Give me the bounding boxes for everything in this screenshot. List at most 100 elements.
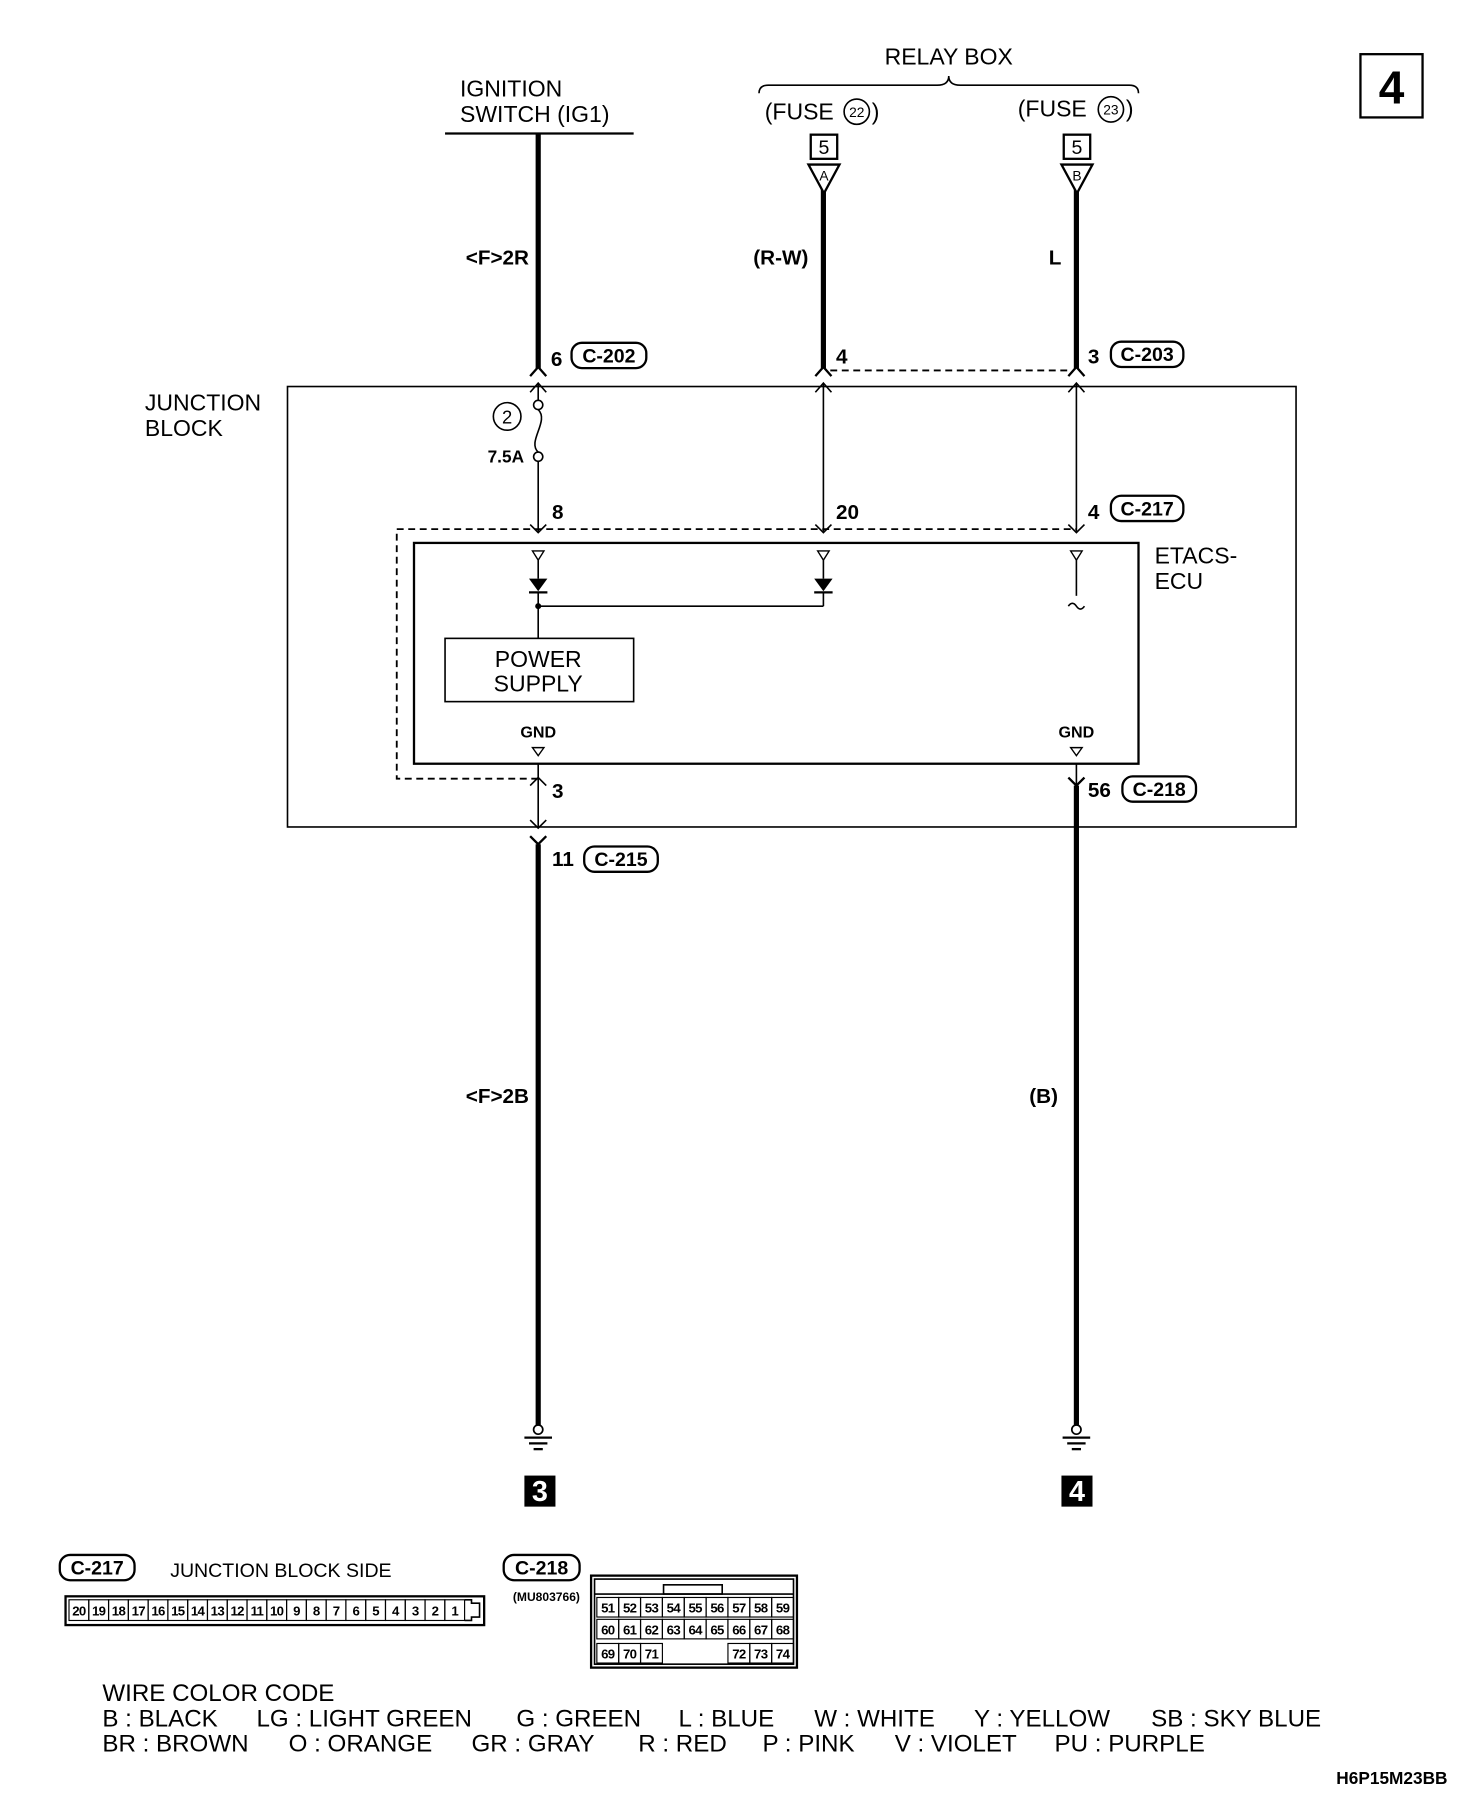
gnd-marker-left <box>531 746 546 757</box>
wire-color-entry: LG : LIGHT GREEN <box>256 1705 472 1732</box>
ground-point-right: 4 <box>1061 1475 1093 1508</box>
c217-view-caption: JUNCTION BLOCK SIDE <box>170 1560 391 1582</box>
terminal-a-letter: A <box>819 169 829 184</box>
c218-pin-number: 54 <box>667 1600 682 1615</box>
etacs-ecu-label-line-1: ETACS- <box>1155 543 1238 569</box>
c218-pin-number: 57 <box>732 1600 746 1615</box>
c202-id-frame <box>570 341 648 370</box>
c217-pin-number: 12 <box>230 1603 244 1618</box>
gnd-label-right: GND <box>1059 723 1095 741</box>
c217-pin-ig1: 8 <box>552 501 564 524</box>
ground-wire-right-color: (B) <box>1029 1085 1058 1108</box>
c217-id: C-217 <box>1121 498 1174 520</box>
relay-box-brace <box>758 75 1140 94</box>
c202-id-badge: C-202 <box>570 341 648 370</box>
fuse-23-number: 23 <box>1103 103 1119 118</box>
c217-pin8-chevron <box>529 523 547 534</box>
c203-pin4-chevron-outer <box>814 365 833 377</box>
terminal-a-triangle <box>806 163 842 196</box>
page-number: 4 <box>1379 62 1405 114</box>
c203-id-badge: C-203 <box>1109 340 1185 369</box>
c215-id-frame <box>583 845 659 873</box>
c218-pin-number: 63 <box>667 1622 681 1637</box>
c215-chevron-outer <box>529 835 548 846</box>
ecu-line-fuse-23-break-icon <box>1067 602 1086 610</box>
c217-pin-number: 15 <box>171 1603 185 1618</box>
c217-pin-number: 19 <box>92 1603 106 1618</box>
wire-color-entry: PU : PURPLE <box>1055 1731 1205 1758</box>
terminal-b-letter: B <box>1072 169 1081 184</box>
power-supply-label-line-1: POWER <box>495 646 582 672</box>
c218-pin-number: 72 <box>732 1646 746 1661</box>
c218-pin: 56 <box>1088 779 1111 802</box>
wire-color-entry: O : ORANGE <box>289 1731 433 1758</box>
c203-pin-fuse-23: 3 <box>1088 346 1100 369</box>
c217-pin-number: 18 <box>112 1603 126 1618</box>
c217-pin-number: 10 <box>270 1603 284 1618</box>
c218-latch-tab <box>662 1584 724 1595</box>
wire-color-entry: R : RED <box>638 1731 727 1758</box>
c217-housing <box>64 1595 486 1627</box>
fuse-22-number: 22 <box>849 105 864 120</box>
etacs-ecu-label-line-2: ECU <box>1155 568 1204 594</box>
ignition-switch-label-line-1: IGNITION <box>460 76 562 102</box>
wire-color-entry: BR : BROWN <box>102 1731 248 1758</box>
c217-pin-number: 13 <box>211 1603 225 1618</box>
c217-latch-tab <box>464 1598 481 1622</box>
c217-pin-number: 1 <box>451 1603 458 1618</box>
c218-pin-number: 56 <box>710 1600 724 1615</box>
relay-box-label: RELAY BOX <box>885 44 1013 70</box>
junction-ground-pin: 3 <box>552 780 564 803</box>
ground-right-eyelet <box>1070 1424 1082 1436</box>
c202-chevron-outer <box>529 365 548 377</box>
c217-pin-number: 9 <box>293 1603 300 1618</box>
c217-pin-number: 14 <box>191 1603 206 1618</box>
fuse-2-number-circle <box>492 401 522 432</box>
c217-pin-number: 4 <box>392 1603 400 1618</box>
junction-block-frame <box>286 385 1297 828</box>
ecu-input-markers <box>531 550 1084 562</box>
c218-id: C-218 <box>1133 779 1186 801</box>
c217-pin-fuse-22: 20 <box>836 501 859 524</box>
ground-left-eyelet <box>532 1424 544 1436</box>
c217-pin-number: 6 <box>352 1603 359 1618</box>
c218-pin-number: 58 <box>754 1600 768 1615</box>
c218-pin-cell <box>771 1618 795 1640</box>
junction-ground-chevron <box>529 776 547 787</box>
c217-view-id: C-217 <box>71 1557 124 1579</box>
c218-pin-cell <box>771 1596 795 1618</box>
page-number-frame <box>1359 53 1424 119</box>
wire-color-entry: G : GREEN <box>516 1705 641 1732</box>
fuse-2-element <box>534 408 543 453</box>
fuse-2-terminal-top <box>532 399 544 411</box>
wire-color-entry: V : VIOLET <box>895 1731 1017 1758</box>
wire-color-entry: SB : SKY BLUE <box>1151 1705 1321 1732</box>
relay-connector-b-box <box>1062 133 1092 160</box>
wire-color-entry: Y : YELLOW <box>974 1705 1110 1732</box>
c218-pin-cell <box>771 1642 795 1664</box>
gnd-label-left: GND <box>520 723 556 741</box>
etacs-ecu-frame <box>412 541 1140 765</box>
c215-pin: 11 <box>552 848 574 871</box>
fuse-23-suffix: ) <box>1126 95 1134 121</box>
c203-pin-fuse-22: 4 <box>836 346 848 369</box>
c217-id-badge: C-217 <box>1109 494 1185 523</box>
fuse-2-terminal-bottom <box>532 451 544 463</box>
wire-color-entry: L : BLUE <box>679 1705 775 1732</box>
etacs-ecu-dashed-boundary <box>395 528 1077 780</box>
c215-id-badge: C-215 <box>583 845 659 873</box>
c218-view-id-frame <box>502 1553 581 1582</box>
ground-symbol-right-icon <box>1062 1424 1091 1451</box>
c218-id-badge: C-218 <box>1121 775 1198 803</box>
power-supply-block: POWER SUPPLY <box>444 637 635 703</box>
c217-pin-number: 16 <box>151 1603 165 1618</box>
relay-connector-a-box <box>809 133 839 160</box>
c217-pin-number: 5 <box>372 1603 379 1618</box>
fuse-22-prefix: (FUSE <box>765 99 834 125</box>
page-number-box: 4 <box>1359 53 1424 119</box>
c218-pin-number: 67 <box>754 1622 768 1637</box>
ground-point-left-box <box>524 1475 556 1507</box>
